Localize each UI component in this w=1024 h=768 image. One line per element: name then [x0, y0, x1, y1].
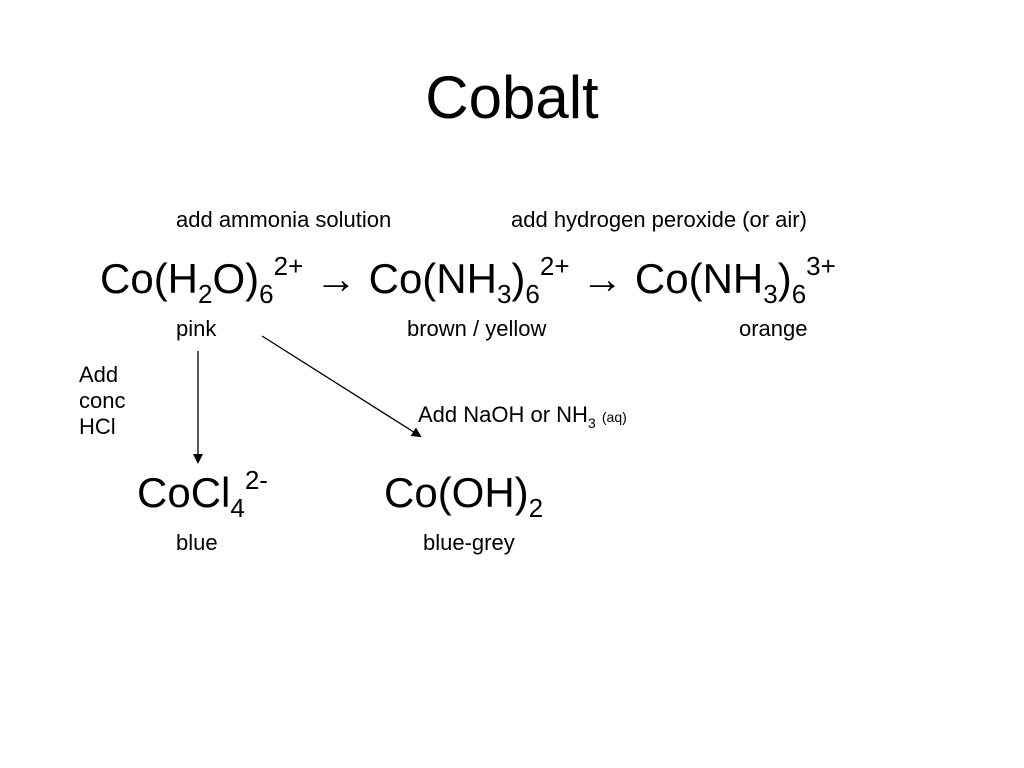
colour-blue-label: blue [176, 530, 218, 555]
reagent-ammonia-label: add ammonia solution [176, 207, 392, 232]
colour-orange-label: orange [739, 316, 808, 341]
hcl-label: Add conc HCl [79, 362, 126, 439]
naoh-arrow [261, 335, 422, 438]
slide-title: Cobalt [425, 64, 599, 131]
colour-blue-grey-label: blue-grey [423, 530, 515, 555]
colour-pink-label: pink [176, 316, 217, 341]
species-hexaammine-3plus: Co(NH3)63+ [634, 251, 836, 309]
species-hexaammine-2plus: Co(NH3)62+ [368, 251, 570, 309]
reaction-equation: Co(H2O)62+ → Co(NH3)62+ → Co(NH3)63+ [100, 251, 836, 309]
species-hexaaqua: Co(H2O)62+ [100, 251, 304, 309]
species-tetrachlorocobaltate: CoCl42- [137, 465, 268, 523]
reagent-peroxide-label: add hydrogen peroxide (or air) [511, 207, 807, 232]
species-cobalt-hydroxide: Co(OH)2 [384, 469, 544, 523]
naoh-label: Add NaOH or NH3 (aq) [418, 402, 627, 431]
reaction-arrow-icon: → [581, 255, 624, 302]
reaction-arrow-icon: → [314, 255, 357, 302]
colour-brown-yellow-label: brown / yellow [407, 316, 547, 341]
